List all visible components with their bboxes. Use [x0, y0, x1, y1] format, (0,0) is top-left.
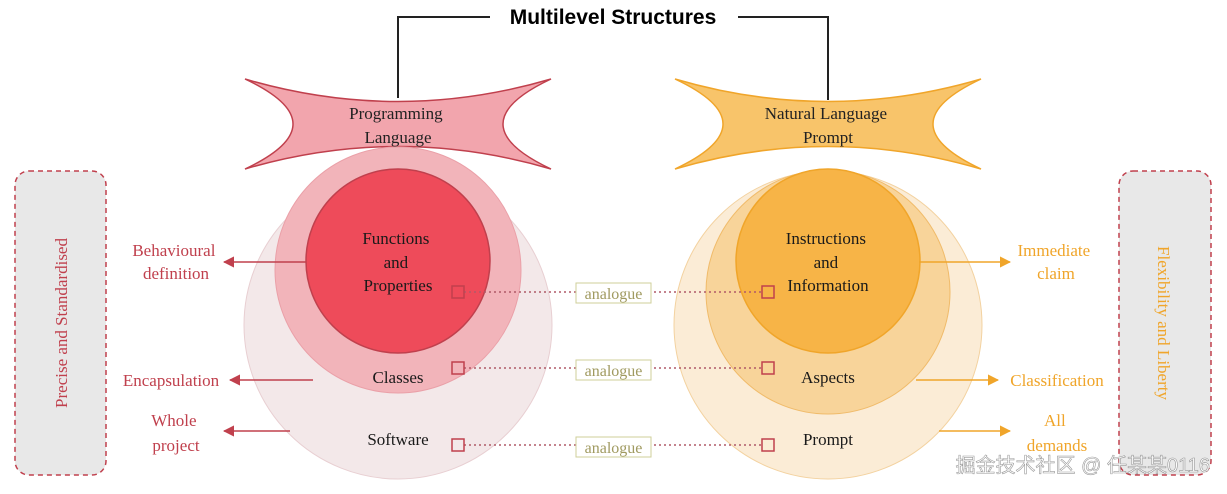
right-banner-label: Natural Language Prompt	[765, 104, 892, 147]
analogue-connector-inner: analogue	[451, 282, 775, 304]
right-marker-square-middle	[761, 361, 775, 375]
left-marker-square-outer	[451, 438, 465, 452]
analogue-connector-outer: analogue	[451, 436, 775, 458]
left-side-label: Precise and Standardised	[52, 238, 71, 408]
left-annotation-outer: Whole project	[151, 411, 201, 455]
left-outer-label: Software	[367, 430, 428, 449]
left-annotation-inner: Behavioural definition	[132, 241, 219, 283]
analogue-box-outer	[575, 436, 652, 458]
right-marker-square-outer	[761, 438, 775, 452]
analogue-label-inner: analogue	[585, 286, 643, 303]
right-annotation-middle: Classification	[1010, 371, 1104, 390]
right-marker-square-inner	[761, 285, 775, 299]
watermark: 掘金技术社区 @ 任某某0116	[956, 454, 1210, 477]
right-inner-circle	[735, 168, 921, 354]
analogue-label-middle: analogue	[585, 363, 643, 380]
analogue-connector-middle: analogue	[451, 359, 775, 381]
analogue-box-middle	[575, 359, 652, 381]
right-inner-label: Instructions and Information	[786, 229, 871, 295]
right-side-panel	[1118, 170, 1212, 476]
left-banner-shape	[244, 78, 552, 170]
left-marker-square-middle	[451, 361, 465, 375]
diagram-title: Multilevel Structures	[510, 6, 717, 29]
left-inner-label: Functions and Properties	[362, 229, 433, 295]
title-bracket	[397, 16, 829, 100]
right-annotation-inner: Immediate claim	[1018, 241, 1095, 283]
analogue-label-outer: analogue	[585, 440, 643, 457]
left-inner-circle	[305, 168, 491, 354]
right-outer-label: Prompt	[803, 430, 853, 449]
right-banner-shape	[674, 78, 982, 170]
left-annotation-middle: Encapsulation	[123, 371, 220, 390]
left-middle-label: Classes	[373, 368, 424, 387]
right-side-label: Flexibility and Liberty	[1154, 246, 1173, 400]
right-annotation-outer: All demands	[1027, 411, 1087, 455]
left-banner-label: Programming Language	[349, 104, 447, 147]
left-marker-square-inner	[451, 285, 465, 299]
right-middle-label: Aspects	[801, 368, 855, 387]
left-side-panel	[14, 170, 107, 476]
analogue-box-inner	[575, 282, 652, 304]
